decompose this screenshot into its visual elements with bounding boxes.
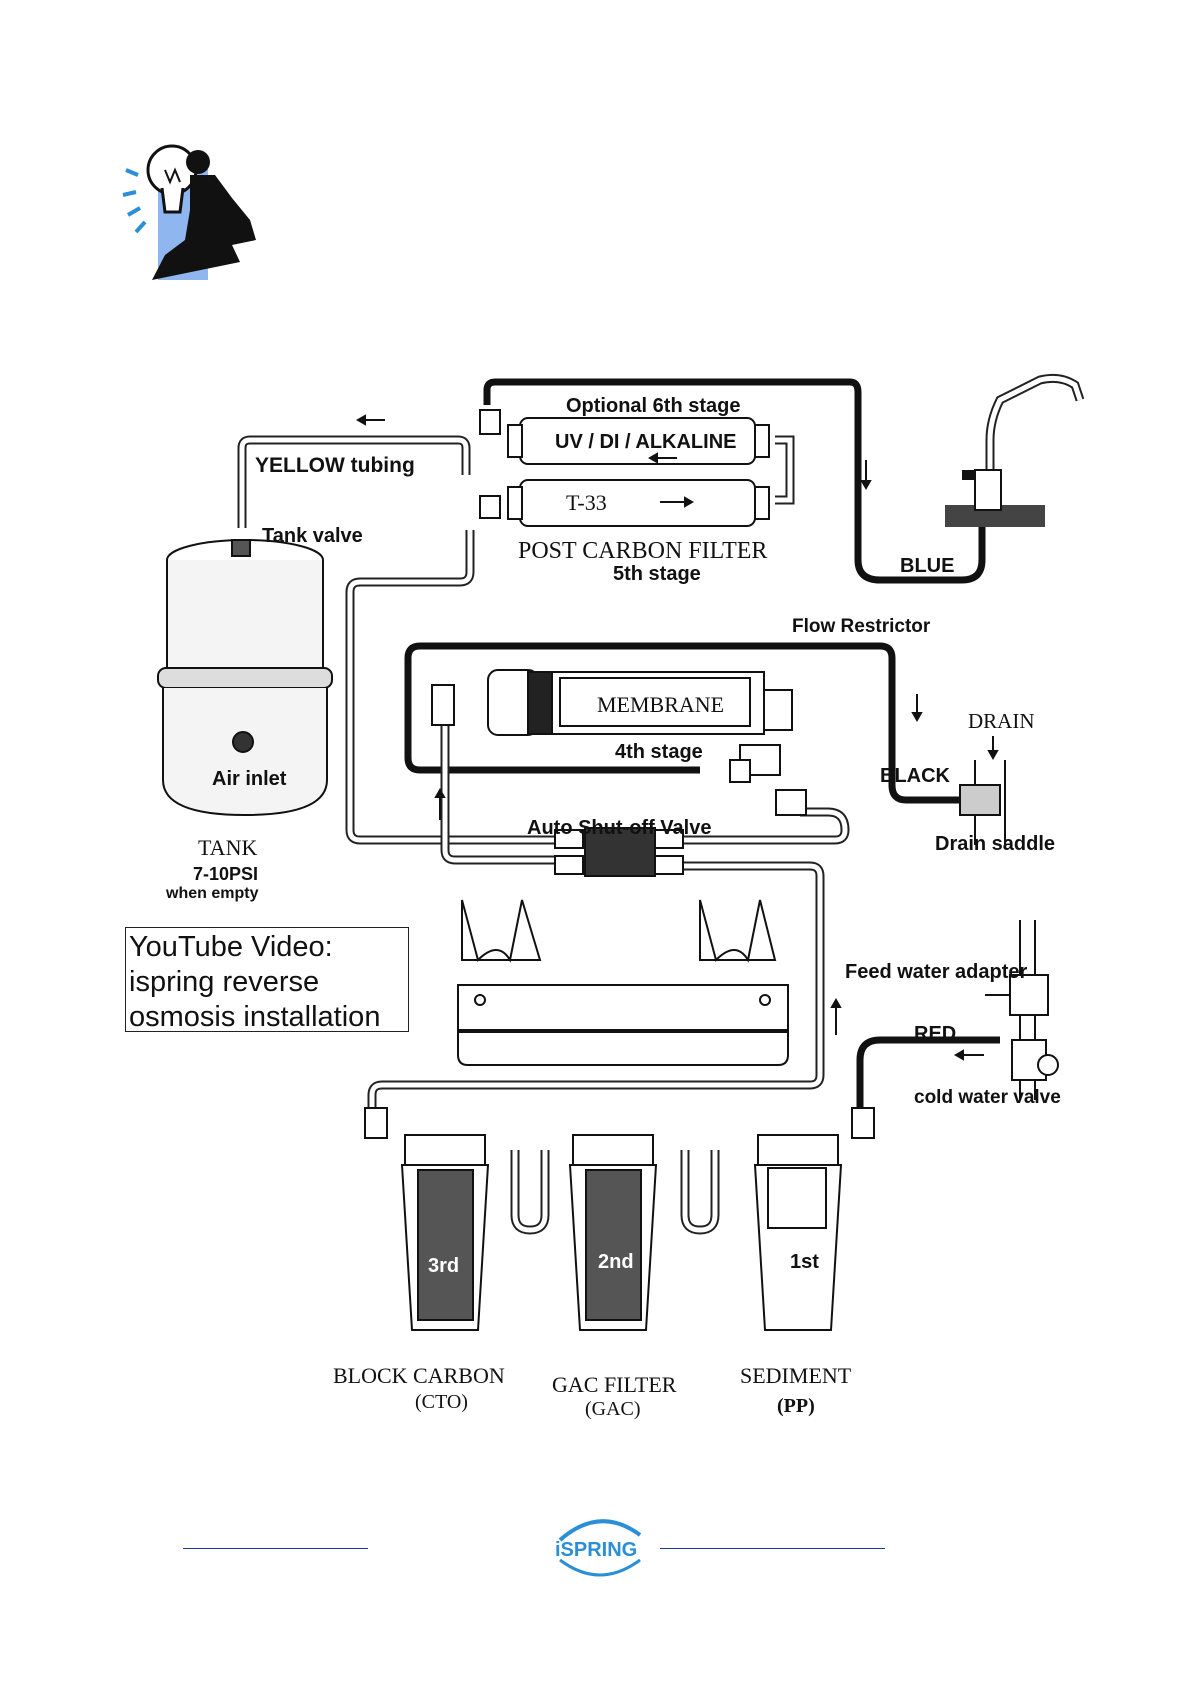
idea-lightbulb-man-icon: [122, 144, 256, 280]
label-yellow-tubing: YELLOW tubing: [255, 454, 415, 477]
video-line-2: ispring reverse: [129, 966, 320, 998]
video-line-3: osmosis installation: [129, 1001, 381, 1033]
label-feed-water: Feed water adapter: [845, 961, 1028, 983]
label-tank-valve: Tank valve: [262, 525, 363, 547]
footer-line-right: [660, 1548, 885, 1549]
footer-line-left: [183, 1548, 368, 1549]
label-red: RED: [914, 1023, 956, 1045]
video-line-1: YouTube Video:: [129, 931, 333, 963]
label-second: 2nd: [598, 1251, 634, 1273]
label-air-inlet: Air inlet: [212, 768, 287, 790]
label-fifth-stage: 5th stage: [613, 563, 701, 585]
diagram-labels: Optional 6th stage UV / DI / ALKALINE T-…: [165, 395, 1061, 1420]
drain-saddle: [959, 760, 1006, 845]
tubing: [237, 378, 1000, 1235]
faucet-icon: [945, 373, 1085, 527]
label-gac: (GAC): [585, 1398, 641, 1420]
label-flow-restrictor: Flow Restrictor: [792, 616, 931, 637]
prefilter-housings: [364, 1107, 875, 1331]
label-first: 1st: [790, 1251, 819, 1273]
post-filters: [479, 409, 770, 527]
logo-text: iSPRING: [555, 1539, 637, 1561]
label-blue: BLUE: [900, 555, 954, 577]
label-t33: T-33: [566, 490, 607, 515]
label-cto: (CTO): [415, 1391, 468, 1413]
label-sediment: SEDIMENT: [740, 1363, 852, 1388]
label-black: BLACK: [880, 765, 951, 787]
ispring-logo: iSPRING: [555, 1519, 642, 1577]
label-gac-filter: GAC FILTER: [552, 1372, 677, 1397]
label-auto-shutoff: Auto Shut-off Valve: [527, 817, 711, 839]
label-cold-water: cold water valve: [914, 1087, 1061, 1108]
label-third: 3rd: [428, 1255, 459, 1277]
label-block-carbon: BLOCK CARBON: [333, 1363, 505, 1388]
label-drain-saddle: Drain saddle: [935, 833, 1055, 855]
membrane-housing: [431, 669, 807, 816]
label-membrane: MEMBRANE: [597, 692, 724, 717]
storage-tank: [157, 539, 333, 817]
label-drain: DRAIN: [968, 709, 1035, 733]
label-fourth-stage: 4th stage: [615, 741, 703, 763]
label-optional-stage: Optional 6th stage: [566, 395, 740, 417]
label-post-carbon: POST CARBON FILTER: [518, 538, 767, 564]
flow-arrows: [355, 414, 999, 1061]
mounting-bracket: [457, 899, 789, 1066]
auto-shutoff-valve: [554, 827, 684, 877]
label-tank-empty: when empty: [165, 885, 259, 902]
label-tank: TANK: [198, 835, 257, 860]
label-tank-psi: 7-10PSI: [193, 864, 258, 884]
youtube-video-note[interactable]: YouTube Video: ispring reverse osmosis i…: [125, 927, 409, 1033]
feed-water-adapter: [985, 920, 1059, 1100]
label-pp: (PP): [777, 1395, 815, 1417]
label-uv-di-alkaline: UV / DI / ALKALINE: [555, 431, 736, 453]
